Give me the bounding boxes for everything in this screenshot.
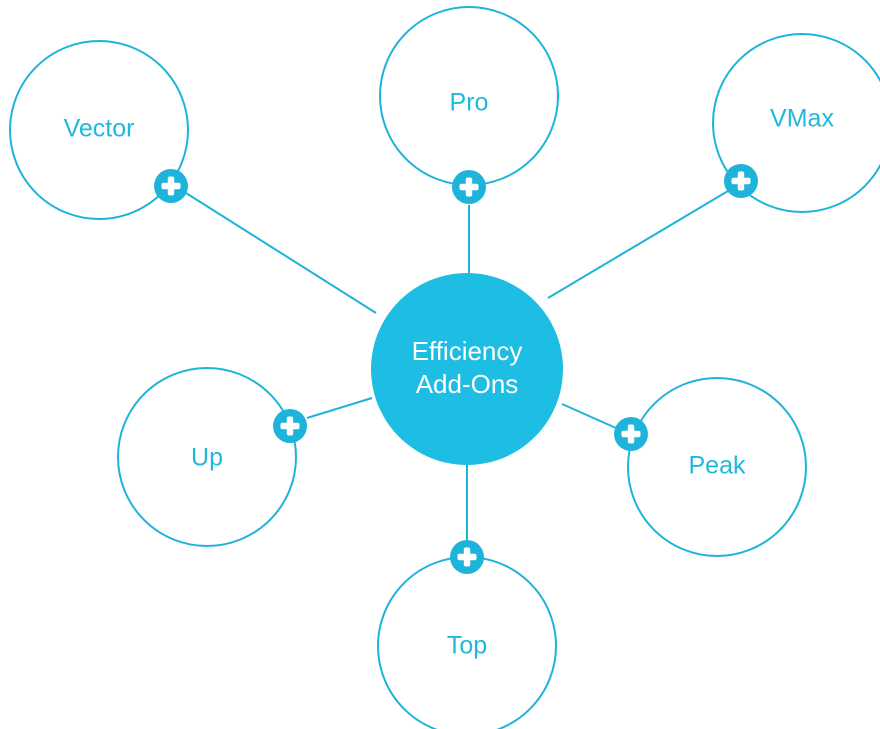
node-peak-label: Peak: [689, 452, 746, 480]
plus-icon[interactable]: [154, 169, 188, 203]
node-up[interactable]: Up: [117, 367, 297, 547]
plus-icon[interactable]: [273, 409, 307, 443]
node-vector[interactable]: Vector: [9, 40, 189, 220]
plus-icon[interactable]: [450, 540, 484, 574]
center-node: Efficiency Add-Ons: [371, 273, 563, 465]
center-label-line1: Efficiency: [412, 336, 523, 366]
node-up-label: Up: [191, 444, 223, 472]
plus-icon[interactable]: [614, 417, 648, 451]
node-top-label: Top: [447, 632, 487, 660]
node-top[interactable]: Top: [377, 556, 557, 729]
connectors: [185, 190, 729, 543]
node-vmax-label: VMax: [770, 105, 834, 133]
connector-up: [306, 397, 373, 419]
plus-icon[interactable]: [452, 170, 486, 204]
node-pro-label: Pro: [450, 89, 489, 117]
connector-vmax: [547, 190, 729, 299]
center-circle: [371, 273, 563, 465]
connector-vector: [185, 192, 377, 314]
node-vector-label: Vector: [64, 115, 135, 143]
center-label-line2: Add-Ons: [416, 369, 519, 399]
node-pro[interactable]: Pro: [379, 6, 559, 186]
node-vmax[interactable]: VMax: [712, 33, 880, 213]
plus-icon[interactable]: [724, 164, 758, 198]
node-peak[interactable]: Peak: [627, 377, 807, 557]
connector-peak: [561, 403, 617, 429]
